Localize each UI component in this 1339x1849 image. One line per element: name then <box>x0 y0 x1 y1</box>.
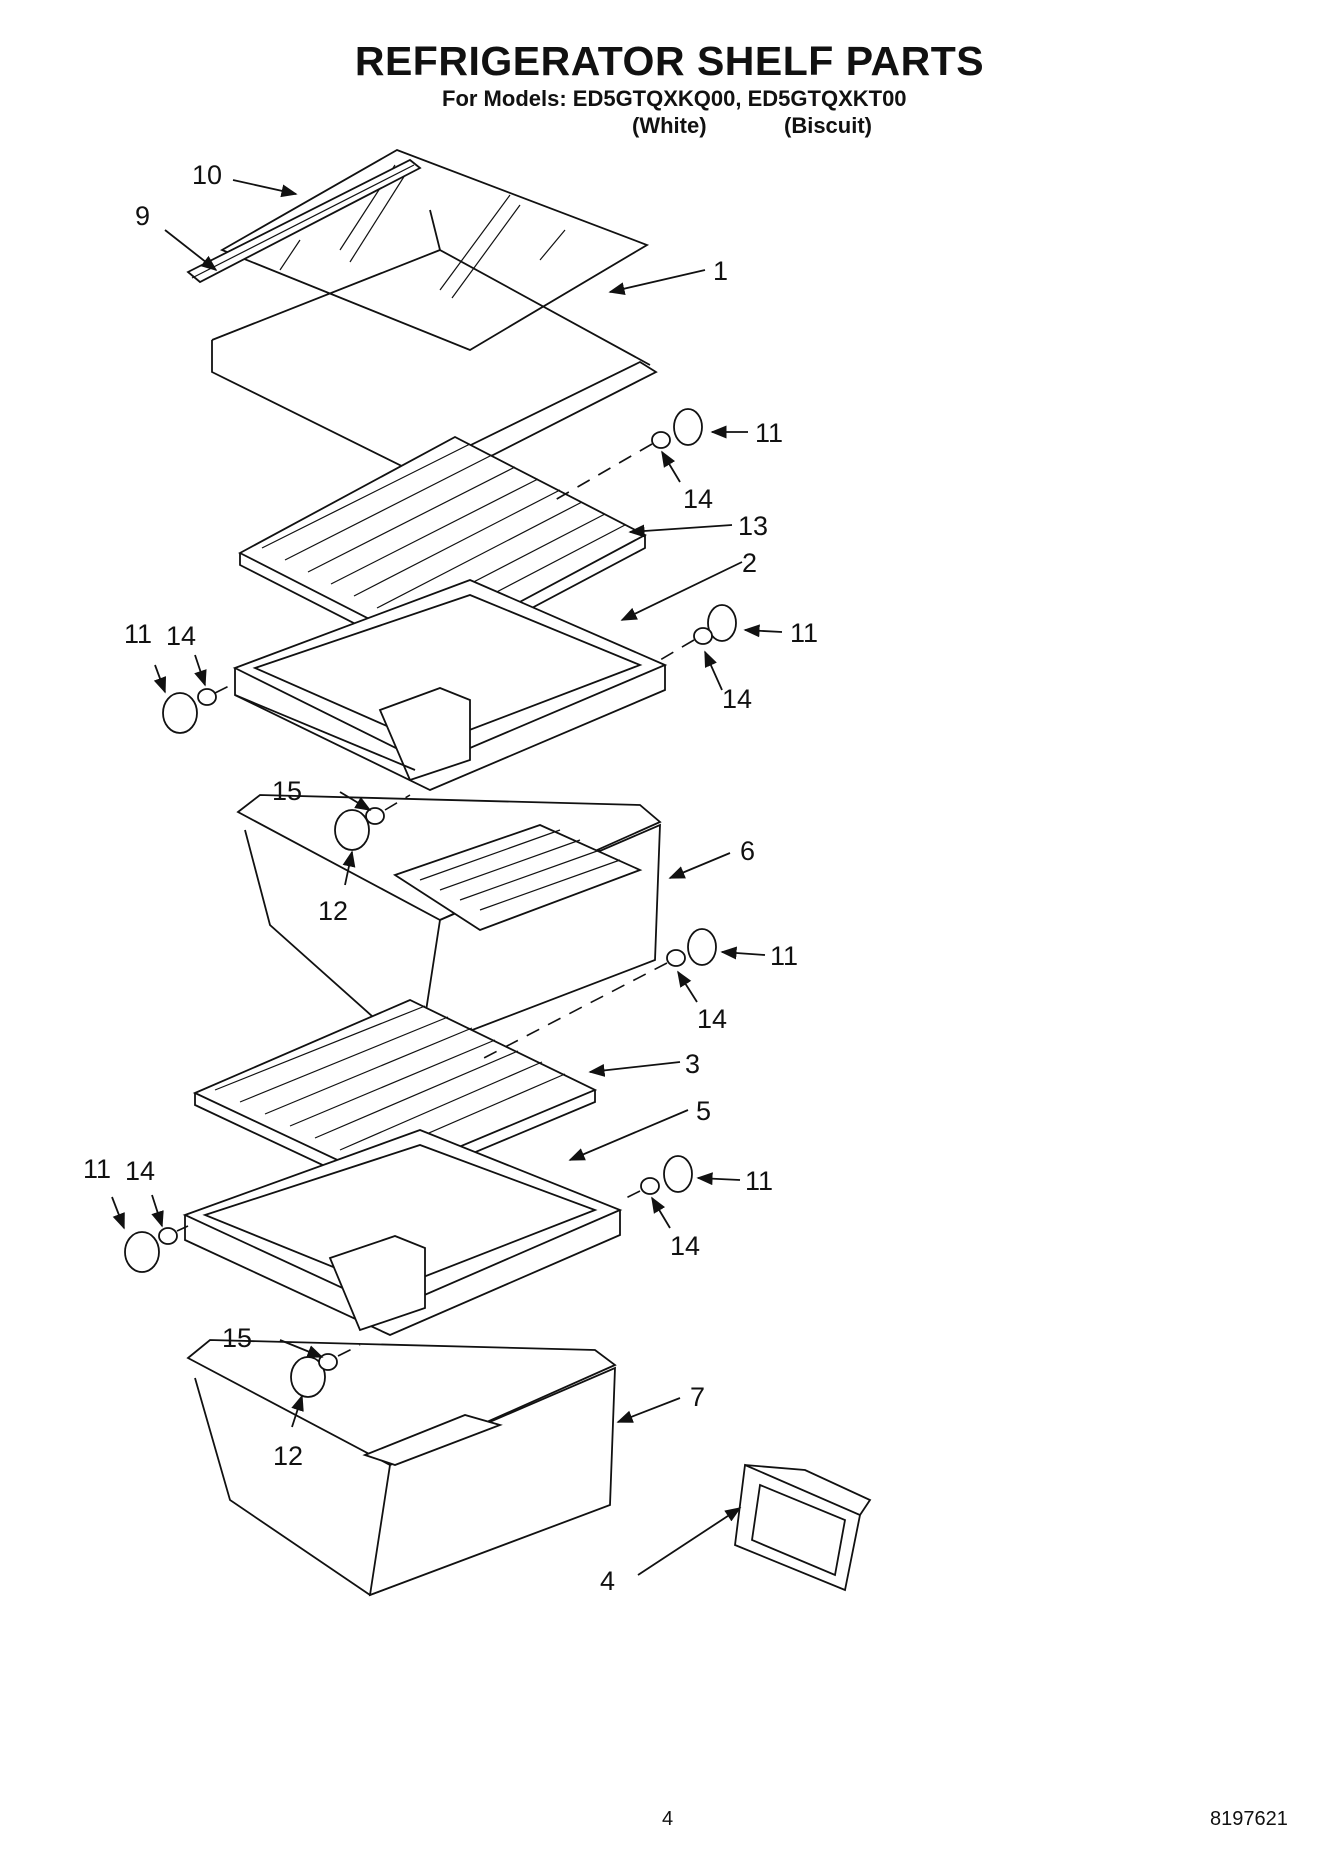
crisper-drawer-part-6 <box>236 794 662 1052</box>
leader-arrows <box>111 179 783 1576</box>
callout-11: 11 <box>124 619 152 649</box>
crisper-frame-part-5 <box>182 1129 623 1336</box>
tray-part-4 <box>734 1463 872 1592</box>
callout-5: 5 <box>696 1096 711 1126</box>
variant-white-label: (White) <box>632 113 707 138</box>
shelf-trim-part-9 <box>186 158 422 284</box>
callout-7: 7 <box>690 1382 705 1412</box>
models-line: For Models: ED5GTQXKQ00, ED5GTQXKT00 <box>442 86 907 111</box>
page-number: 4 <box>662 1808 674 1830</box>
callout-14: 14 <box>125 1156 155 1186</box>
variant-biscuit-label: (Biscuit) <box>784 113 872 138</box>
alignment-lines <box>176 443 695 1357</box>
callout-13: 13 <box>738 511 768 541</box>
callout-11: 11 <box>755 418 783 448</box>
callout-14: 14 <box>670 1231 700 1261</box>
callout-12: 12 <box>318 896 348 926</box>
callout-14: 14 <box>166 621 196 651</box>
crisper-drawer-part-7 <box>186 1339 617 1597</box>
callout-1: 1 <box>713 256 728 286</box>
callout-10: 10 <box>192 160 222 190</box>
callout-11: 11 <box>745 1166 773 1196</box>
callout-12: 12 <box>273 1441 303 1471</box>
page-title: REFRIGERATOR SHELF PARTS <box>354 38 985 84</box>
callout-14: 14 <box>683 484 713 514</box>
crisper-frame-part-2 <box>232 579 668 791</box>
callout-2: 2 <box>742 548 757 578</box>
callout-14: 14 <box>697 1004 727 1034</box>
callout-14: 14 <box>722 684 752 714</box>
callout-3: 3 <box>685 1049 700 1079</box>
callout-6: 6 <box>740 836 755 866</box>
hardware-parts <box>124 408 737 1398</box>
callout-15: 15 <box>272 776 302 806</box>
callout-11: 11 <box>83 1154 111 1184</box>
callout-9: 9 <box>135 201 150 231</box>
callout-11: 11 <box>790 618 818 648</box>
callout-4: 4 <box>600 1566 615 1596</box>
callout-15: 15 <box>222 1323 252 1353</box>
callout-numbers: 10 9 1 11 14 13 2 11 14 11 14 15 6 12 11… <box>83 160 818 1596</box>
glass-shelf-part-10 <box>219 149 650 352</box>
document-number: 8197621 <box>1210 1808 1288 1830</box>
callout-11: 11 <box>770 941 798 971</box>
